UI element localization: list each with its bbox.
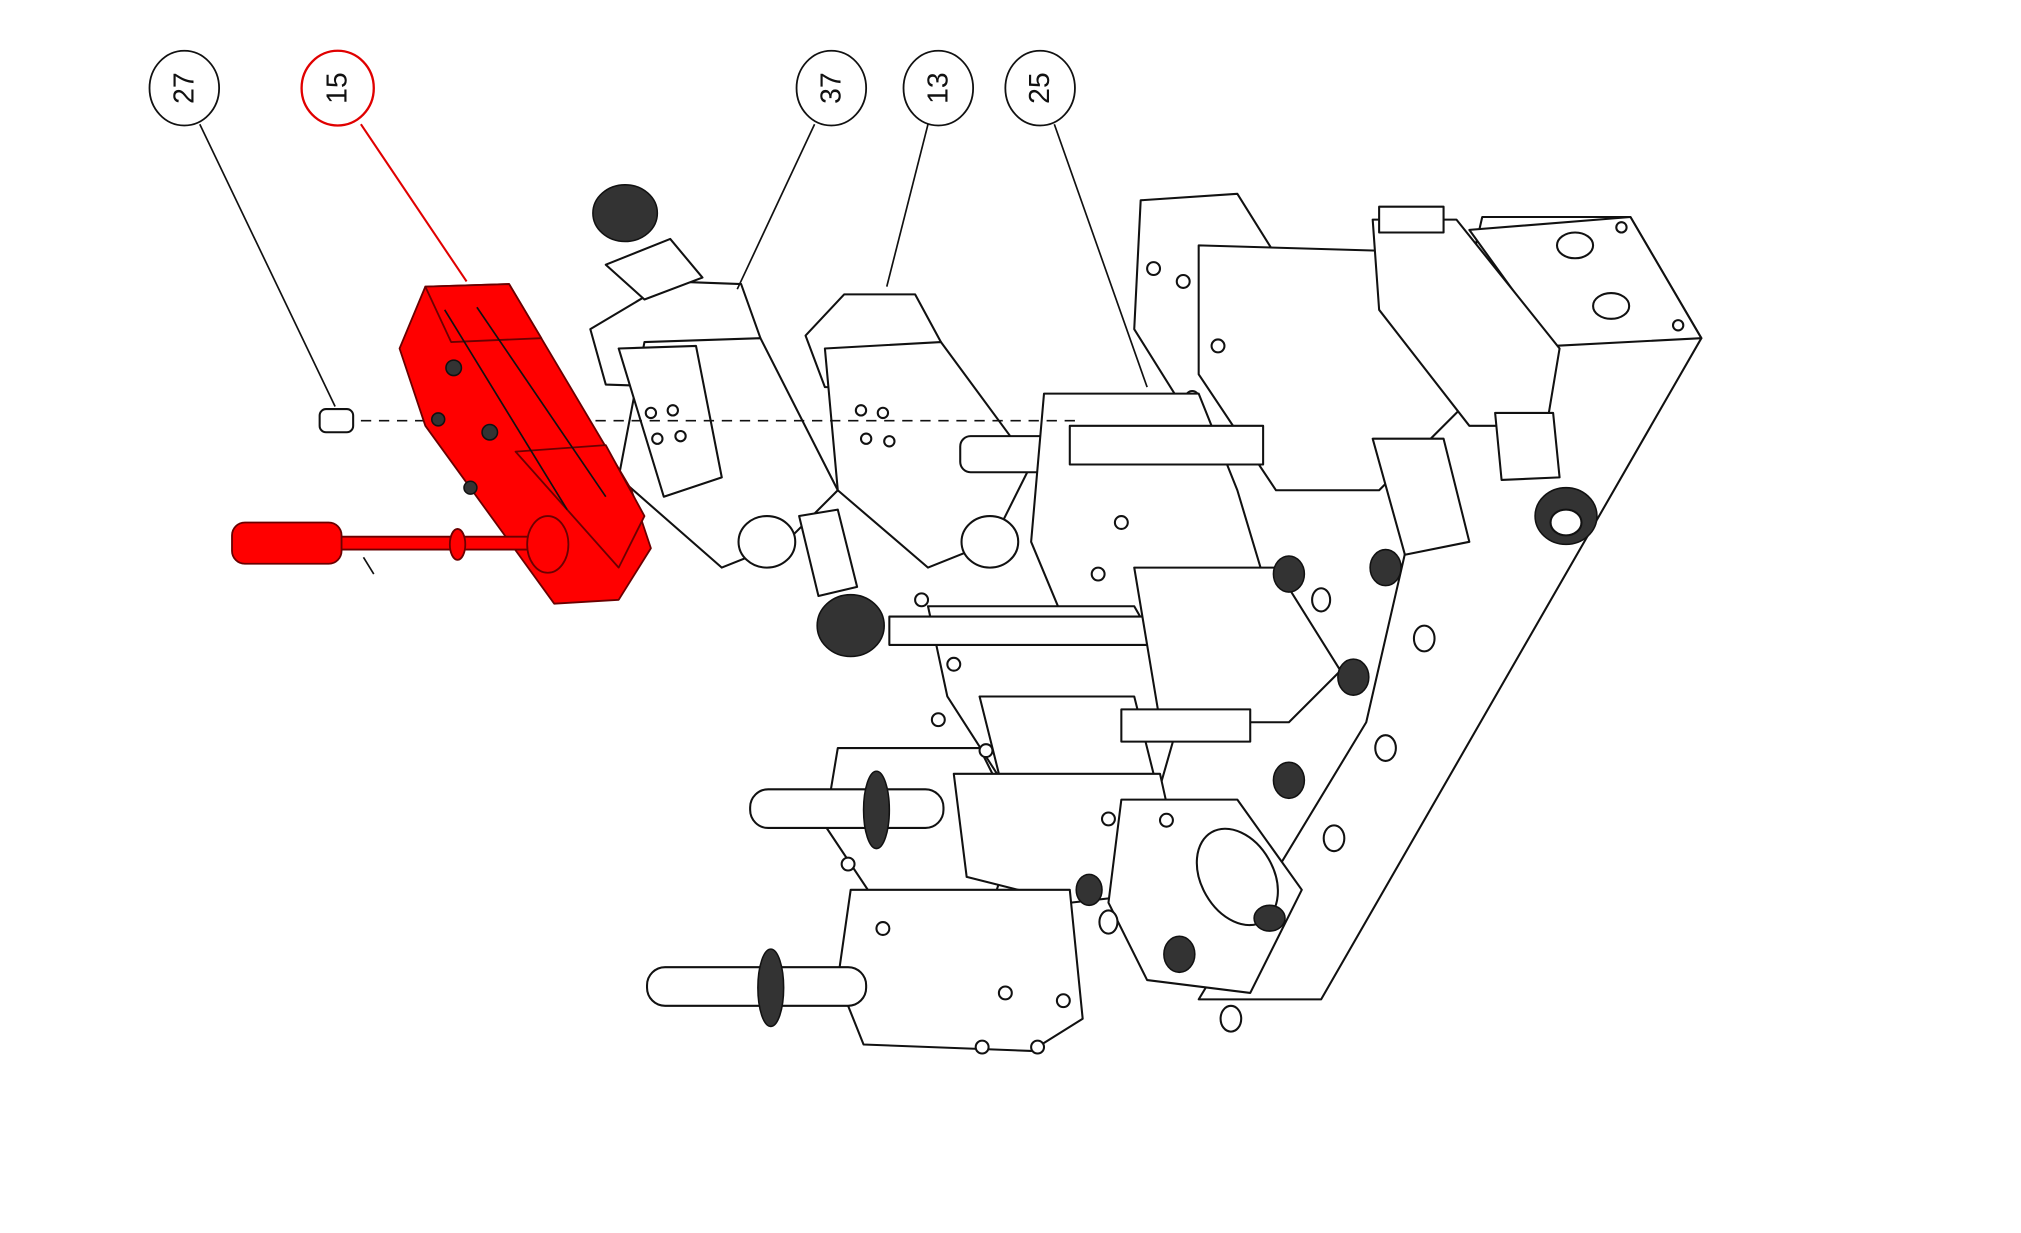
- callout-label: 27: [168, 72, 200, 104]
- callout-label: 25: [1024, 72, 1056, 104]
- callout-label: 37: [815, 72, 847, 104]
- part-15-highlighted-valve: [231, 283, 652, 605]
- part-27-plug: [318, 408, 1083, 434]
- callout-label: 15: [322, 72, 354, 104]
- callout-37[interactable]: 37: [795, 49, 868, 127]
- manifold-plate: [1197, 215, 1703, 1001]
- lower-valve-stack: [645, 392, 1436, 1055]
- callout-13[interactable]: 13: [902, 49, 975, 127]
- callout-15[interactable]: 15: [300, 49, 375, 127]
- leader-lines: [199, 123, 1148, 407]
- valve-13: [804, 293, 1071, 569]
- callout-27[interactable]: 27: [148, 49, 221, 127]
- upper-valve-stack: [1133, 192, 1598, 556]
- callout-label: 13: [922, 72, 954, 104]
- valve-37: [589, 184, 885, 658]
- callout-25[interactable]: 25: [1004, 49, 1076, 127]
